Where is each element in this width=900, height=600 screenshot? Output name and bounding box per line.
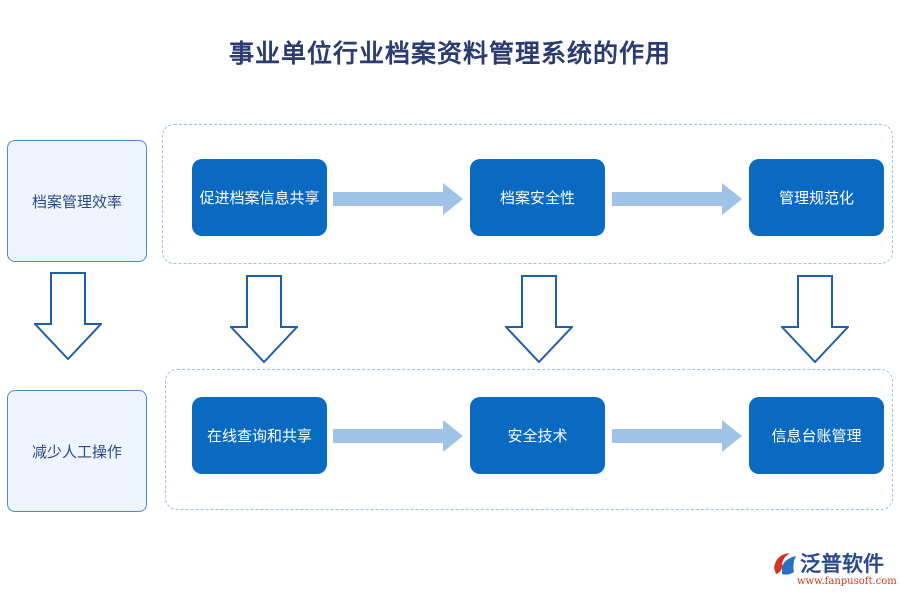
row-1-group-frame bbox=[162, 124, 893, 264]
down-arrow-icon bbox=[781, 275, 849, 363]
right-arrow-icon bbox=[333, 420, 463, 452]
brand-logo: 泛普软件 www.fanpusoft.com bbox=[770, 548, 897, 592]
right-arrow-icon bbox=[333, 183, 463, 215]
down-arrow-icon bbox=[230, 275, 298, 363]
node-row1-2: 档案安全性 bbox=[470, 159, 605, 236]
node-row2-3-label: 信息台账管理 bbox=[771, 427, 862, 445]
down-arrow-icon bbox=[505, 275, 573, 363]
node-row1-1: 促进档案信息共享 bbox=[192, 159, 327, 236]
node-row2-3: 信息台账管理 bbox=[749, 397, 884, 474]
row-2-label: 减少人工操作 bbox=[31, 442, 122, 461]
down-arrow-icon bbox=[34, 272, 102, 360]
node-row1-2-label: 档案安全性 bbox=[499, 189, 575, 207]
row-1-label-box: 档案管理效率 bbox=[7, 140, 147, 262]
node-row2-2: 安全技术 bbox=[470, 397, 605, 474]
node-row2-2-label: 安全技术 bbox=[507, 427, 568, 445]
row-2-label-box: 减少人工操作 bbox=[7, 390, 147, 512]
diagram-title: 事业单位行业档案资料管理系统的作用 bbox=[228, 39, 671, 68]
node-row1-3-label: 管理规范化 bbox=[778, 189, 854, 207]
brand-url: www.fanpusoft.com bbox=[797, 576, 897, 587]
node-row1-1-label: 促进档案信息共享 bbox=[199, 189, 320, 207]
node-row2-1-label: 在线查询和共享 bbox=[206, 427, 312, 445]
row-1-label: 档案管理效率 bbox=[31, 192, 122, 211]
row-2-group-frame bbox=[165, 369, 893, 510]
brand-name: 泛普软件 bbox=[800, 552, 884, 576]
right-arrow-icon bbox=[612, 420, 742, 452]
node-row2-1: 在线查询和共享 bbox=[192, 397, 327, 474]
brand-logo-icon bbox=[774, 553, 796, 575]
node-row1-3: 管理规范化 bbox=[749, 159, 884, 236]
right-arrow-icon bbox=[612, 183, 742, 215]
